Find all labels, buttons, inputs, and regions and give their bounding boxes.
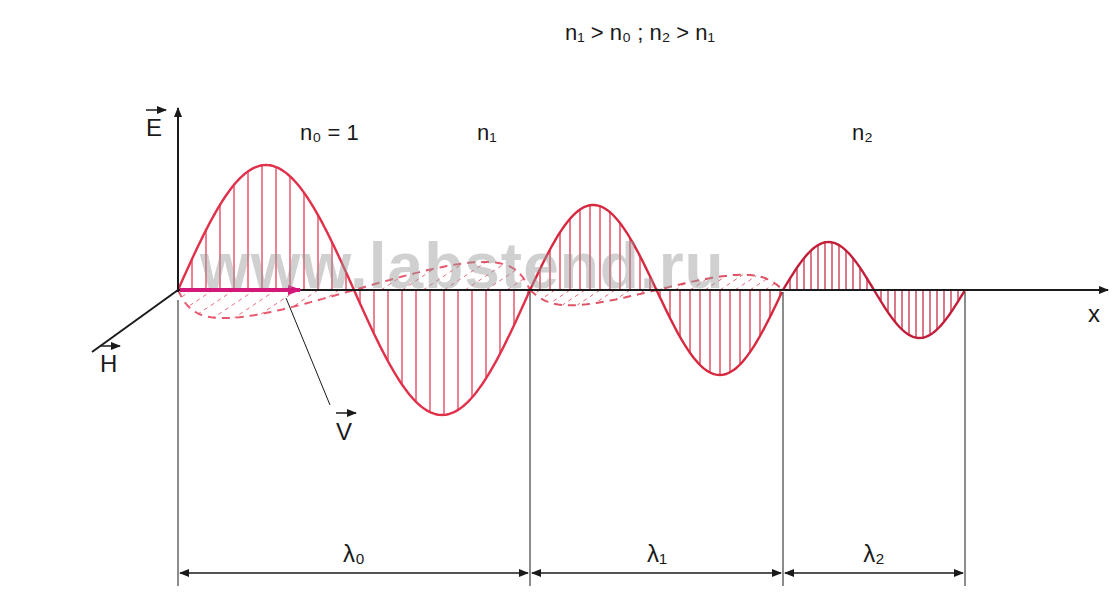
dimension-line [532,572,781,573]
hidden-edge [457,380,590,497]
e-hatch [950,290,951,312]
e-hatch [401,290,402,385]
e-hatch [699,290,700,365]
index-relation: n₁ > n₀ ; n₂ > n₁ [565,22,715,44]
e-hatch [831,242,832,290]
e-hatch [901,290,902,330]
axis-label: V [336,420,352,444]
e-hatch [824,242,825,290]
e-hatch [749,290,750,352]
block-face [712,62,978,178]
e-hatch [689,290,690,353]
e-hatch [887,290,888,312]
block-face [457,62,845,178]
e-hatch [769,290,770,317]
wavelength-label: λ₁ [647,542,667,566]
medium-index: n₁ [477,122,497,144]
e-hatch [929,290,930,335]
hidden-edge [590,62,591,380]
medium-index: n₂ [852,122,873,144]
e-hatch [387,290,388,361]
hidden-edge [590,380,845,381]
e-hatch [852,258,853,290]
e-hatch [709,290,710,373]
e-hatch [759,290,760,336]
wavelength-label: λ₂ [863,542,884,566]
extension-line [783,292,784,586]
e-hatch [429,290,430,412]
axis-label: E [146,116,162,140]
e-hatch [845,251,846,291]
axis-label: H [100,352,117,376]
e-hatch [908,290,909,335]
block-faces [712,62,978,497]
e-hatch [191,259,192,290]
e-hatch [415,290,416,402]
wavelength-label: λ₀ [343,542,365,566]
dimension-line [785,572,963,573]
extension-line [178,300,179,586]
e-hatch [485,290,486,378]
vector-mark [336,412,356,414]
e-hatch [457,290,458,410]
e-hatch [729,290,730,372]
e-hatch [922,290,923,338]
watermark: www.labstend.ru [200,234,725,298]
e-hatch [838,245,839,290]
block-face [835,62,978,497]
e-hatch [739,290,740,365]
h-axis [92,290,178,352]
e-hatch [810,251,811,291]
vector-mark [146,109,166,111]
e-hatch [915,290,916,338]
block-face [712,178,835,497]
medium-block: n₂ [712,62,978,497]
axis-label: x [1088,302,1100,326]
e-axis [177,108,179,292]
e-hatch [936,290,937,330]
e-hatch [471,290,472,398]
e-hatch [719,290,720,375]
extension-line [530,292,531,586]
vector-mark [100,345,120,347]
e-hatch [803,258,804,290]
block-face [457,178,712,497]
medium-index: n₀ = 1 [300,122,359,144]
e-hatch [943,290,944,322]
e-hatch [443,290,444,415]
e-hatch [817,245,818,290]
leader-line [286,298,330,405]
dimension-line [180,572,528,573]
e-hatch [859,268,860,290]
e-hatch [894,290,895,322]
e-hatch [499,290,500,354]
e-hatch [796,268,797,290]
h-hatch [750,279,767,290]
extension-line [965,292,966,586]
